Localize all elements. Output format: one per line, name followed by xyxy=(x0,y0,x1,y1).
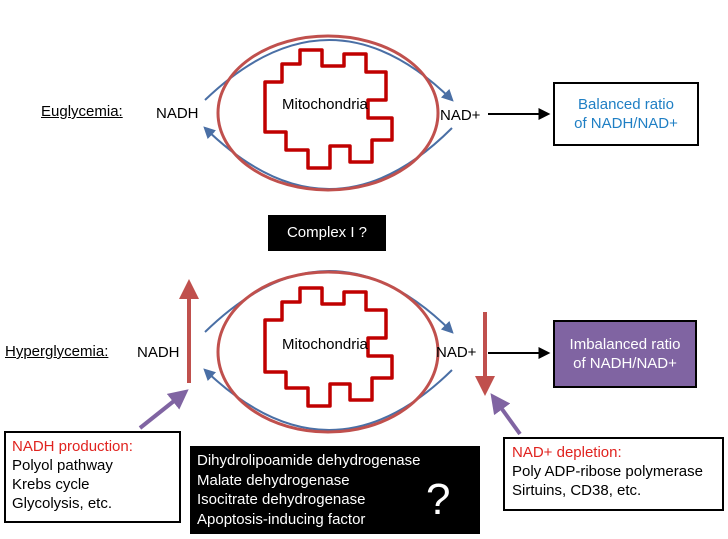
enzyme-item: Dihydrolipoamide dehydrogenase xyxy=(197,452,421,469)
nad-depletion-item: Sirtuins, CD38, etc. xyxy=(512,482,642,499)
imbalanced-ratio-line2: of NADH/NAD+ xyxy=(573,355,677,372)
euglycemia-label: Euglycemia: xyxy=(41,103,123,120)
nadh-production-item: Polyol pathway xyxy=(12,457,113,474)
imbalanced-ratio-line1: Imbalanced ratio xyxy=(569,336,681,353)
nadh-production-item: Glycolysis, etc. xyxy=(12,495,113,512)
nad-depletion-pointer xyxy=(490,393,522,436)
balanced-ratio-line1: Balanced ratio xyxy=(578,96,674,113)
eu-top-arc xyxy=(204,39,454,102)
euglycemia-section xyxy=(203,34,551,192)
eu-mitochondria-label: Mitochondria xyxy=(282,96,368,113)
hyper-mitochondria-cristae xyxy=(263,286,394,408)
complex-i-box: Complex I ? xyxy=(268,215,386,251)
nadh-production-pointer xyxy=(138,389,189,430)
eu-nad-label: NAD+ xyxy=(440,107,481,124)
hyper-nad-label: NAD+ xyxy=(436,344,477,361)
hyper-mitochondria-label: Mitochondria xyxy=(282,336,368,353)
nad-depletion-box: NAD+ depletion: Poly ADP-ribose polymera… xyxy=(503,437,724,511)
hyper-mitochondria-membrane xyxy=(216,270,440,434)
enzyme-item: Malate dehydrogenase xyxy=(197,471,350,489)
eu-nadh-label: NADH xyxy=(156,105,199,122)
enzyme-item: Apoptosis-inducing factor xyxy=(197,510,366,528)
hyper-nadh-label: NADH xyxy=(137,344,180,361)
enzymes-box: Dihydrolipoamide dehydrogenase Malate de… xyxy=(190,446,480,534)
eu-mitochondria-membrane xyxy=(216,34,440,192)
eu-mitochondria-cristae xyxy=(263,48,394,170)
balanced-ratio-box: Balanced ratio of NADH/NAD+ xyxy=(553,82,699,146)
balanced-ratio-line2: of NADH/NAD+ xyxy=(574,115,678,132)
nadh-production-item: Krebs cycle xyxy=(12,476,90,493)
hyperglycemia-label: Hyperglycemia: xyxy=(5,343,109,360)
complex-i-label: Complex I ? xyxy=(286,224,368,241)
hyperglycemia-section xyxy=(138,270,551,436)
enzymes-question-mark: ? xyxy=(426,475,451,524)
enzyme-item: Isocitrate dehydrogenase xyxy=(197,491,366,508)
nadh-production-box: NADH production: Polyol pathway Krebs cy… xyxy=(4,431,181,523)
imbalanced-ratio-box: Imbalanced ratio of NADH/NAD+ xyxy=(553,320,697,388)
nad-depletion-item: Poly ADP-ribose polymerase xyxy=(512,463,703,480)
nadh-production-title: NADH production: xyxy=(12,438,133,455)
nad-depletion-title: NAD+ depletion: xyxy=(512,444,622,461)
